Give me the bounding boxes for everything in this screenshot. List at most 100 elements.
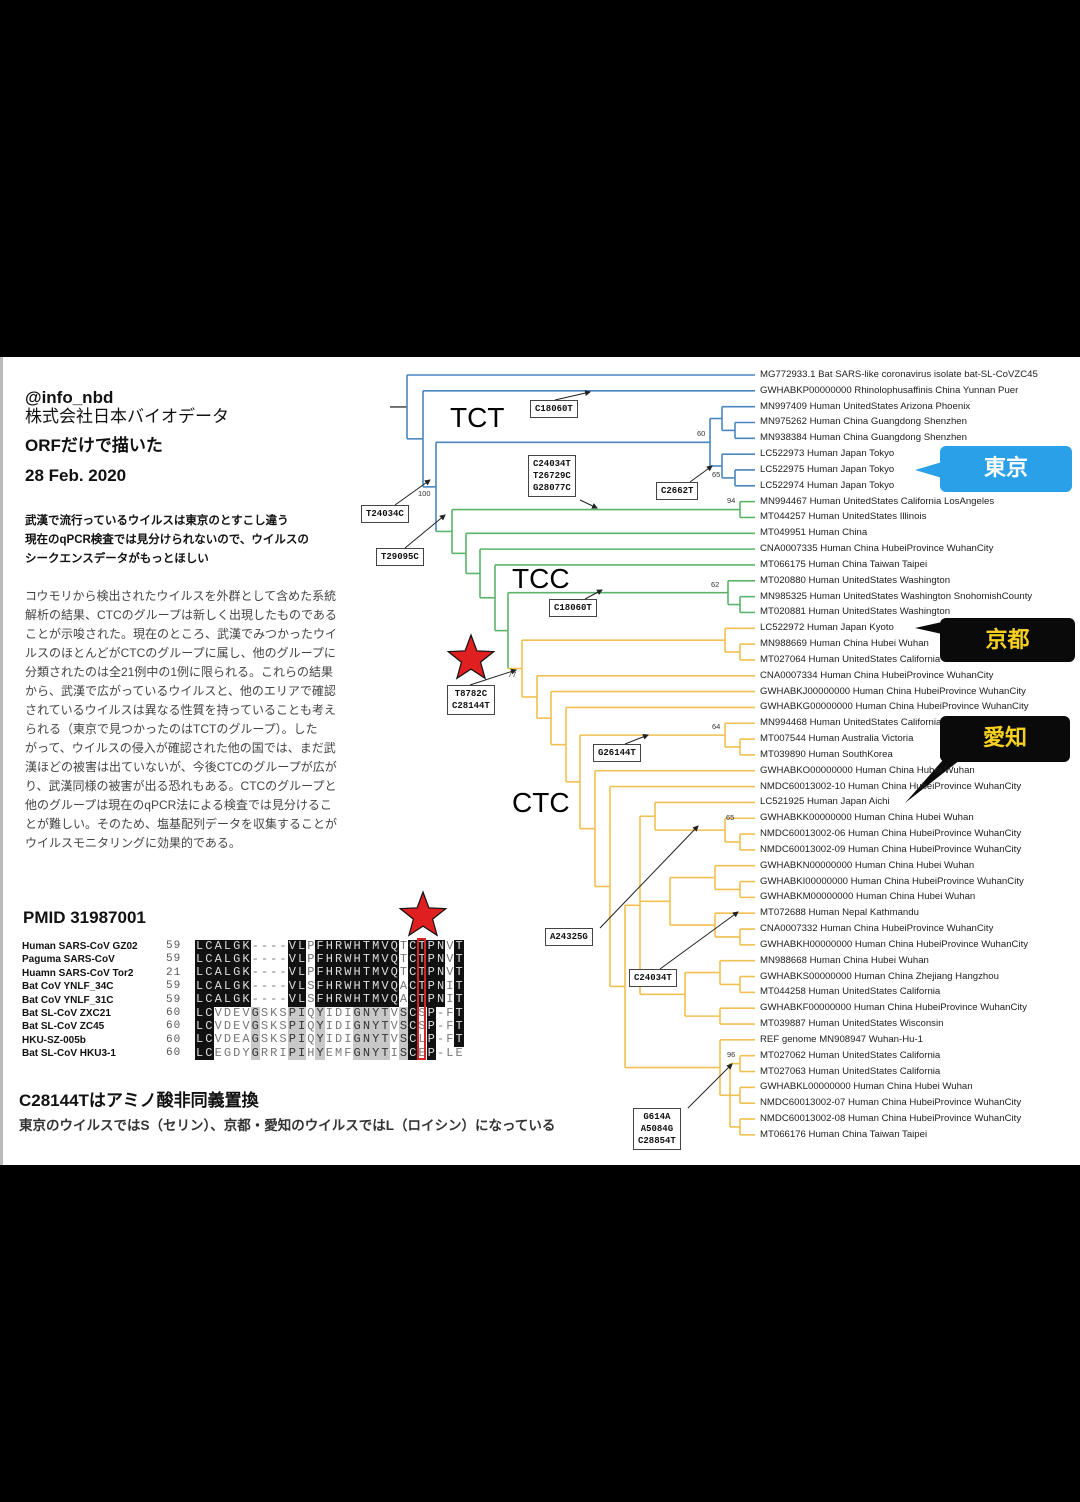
- tree-leaf-label: CNA0007332 Human China HubeiProvince Wuh…: [760, 923, 994, 935]
- clade-label-tct: TCT: [450, 402, 505, 433]
- tree-leaf-label: MN985325 Human UnitedStates Washington S…: [760, 590, 1033, 602]
- analysis-line: られる（東京で見つかったのはTCTのグループ）。した: [25, 722, 318, 736]
- analysis-line: コウモリから検出されたウイルスを外群として含めた系統: [25, 589, 337, 603]
- footer-note: 東京のウイルスではS（セリン）、京都・愛知のウイルスではL（ロイシン）になってい…: [19, 1118, 556, 1133]
- tree-leaf-label: GWHABKM00000000 Human China Hubei Wuhan: [760, 891, 976, 903]
- mutation-label: C18060T: [554, 603, 592, 613]
- alignment-species: Huamn SARS-CoV Tor2: [22, 967, 134, 979]
- mutation-box: C18060T: [530, 400, 578, 418]
- tree-leaf-label: MN994467 Human UnitedStates California L…: [760, 495, 995, 507]
- analysis-line: 漢ほどの被害は出ていないが、今後CTCのグループが広が: [25, 760, 337, 774]
- tree-leaf-label: MN975262 Human China Guangdong Shenzhen: [760, 416, 967, 428]
- tree-leaf-label: LC522975 Human Japan Tokyo: [760, 463, 895, 475]
- mutation-label: C24034T: [533, 459, 571, 469]
- analysis-line: とが難しい。そのため、塩基配列データを収集することが: [25, 817, 338, 831]
- clade-label-tcc: TCC: [512, 563, 570, 594]
- analysis-line: 解析の結果、CTCのグループは新しく出現したものである: [25, 608, 337, 622]
- mutation-box: C24034T: [629, 969, 677, 987]
- tree-leaf-label: LC522973 Human Japan Tokyo: [760, 448, 895, 460]
- mutation-label: C24034T: [634, 973, 672, 983]
- bootstrap-value: 60: [697, 429, 706, 438]
- tree-leaf-label: GWHABKJ00000000 Human China HubeiProvinc…: [760, 685, 1026, 697]
- method-note: ORFだけで描いた: [25, 436, 163, 455]
- mutation-box: C18060T: [549, 599, 597, 617]
- alignment-position: 59: [166, 993, 182, 1006]
- footer-title: C28144Tはアミノ酸非同義置換: [19, 1091, 259, 1110]
- mutation-box: T24034C: [361, 505, 409, 523]
- tree-leaf-label: MT072688 Human Nepal Kathmandu: [760, 907, 919, 919]
- tree-leaf-label: MG772933.1 Bat SARS-like coronavirus iso…: [760, 369, 1038, 380]
- tree-leaf-label: MN997409 Human UnitedStates Arizona Phoe…: [760, 400, 971, 412]
- callout-aichi: 愛知: [940, 716, 1070, 762]
- tree-leaf-label: MN988668 Human China Hubei Wuhan: [760, 954, 929, 966]
- tree-leaf-label: MT020880 Human UnitedStates Washington: [760, 574, 951, 586]
- intro-line: 現在のqPCR検査では見分けられないので、ウイルスの: [25, 534, 309, 546]
- analysis-line: ことが示唆された。現在のところ、武漢でみつかったウイ: [25, 627, 338, 641]
- tree-leaf-label: NMDC60013002-10 Human China HubeiProvinc…: [760, 780, 1022, 792]
- bootstrap-value: 65: [712, 470, 721, 479]
- bootstrap-value: 94: [727, 496, 736, 505]
- tree-leaf-label: MT027062 Human UnitedStates California: [760, 1049, 941, 1061]
- alignment-position: 59: [166, 940, 182, 952]
- tree-leaf-label: LC522972 Human Japan Kyoto: [760, 622, 894, 634]
- alignment-species: Human SARS-CoV GZ02: [22, 941, 138, 952]
- mutation-label: T26729C: [533, 471, 571, 481]
- analysis-text: コウモリから検出されたウイルスを外群として含めた系統解析の結果、CTCのグループ…: [25, 587, 360, 853]
- mutation-label: G614A: [643, 1112, 671, 1122]
- tree-leaf-label: MN988669 Human China Hubei Wuhan: [760, 638, 929, 650]
- tree-leaf-label: GWHABKI00000000 Human China HubeiProvinc…: [760, 875, 1024, 887]
- tree-leaf-label: NMDC60013002-08 Human China HubeiProvinc…: [760, 1113, 1022, 1124]
- alignment-species: Bat SL-CoV HKU3-1: [22, 1048, 116, 1060]
- analysis-line: 他のグループは現在のqPCR法による検査では見分けるこ: [25, 798, 332, 812]
- tree-leaf-label: GWHABKN00000000 Human China Hubei Wuhan: [760, 859, 975, 871]
- mutation-label: C18060T: [535, 404, 573, 414]
- analysis-line: り、武漢同様の被害が出る恐れもある。CTCのグループと: [25, 779, 337, 793]
- mutation-box: G26144T: [593, 744, 641, 762]
- bootstrap-value: 77: [508, 670, 517, 679]
- alignment-position: 60: [166, 1020, 182, 1033]
- tree-leaf-label: MT049951 Human China: [760, 527, 868, 539]
- mutation-label: T29095C: [381, 552, 419, 562]
- mutation-label: C28854T: [638, 1136, 676, 1146]
- alignment-position: 59: [166, 953, 182, 966]
- bootstrap-value: 62: [711, 580, 720, 589]
- intro-line: 武漢で流行っているウイルスは東京のとすこし違う: [25, 515, 289, 527]
- tree-leaf-label: GWHABKG00000000 Human China HubeiProvinc…: [760, 701, 1029, 713]
- intro-text: 武漢で流行っているウイルスは東京のとすこし違う 現在のqPCR検査では見分けられ…: [25, 512, 365, 569]
- tree-leaf-label: NMDC60013002-07 Human China HubeiProvinc…: [760, 1097, 1022, 1109]
- date: 28 Feb. 2020: [25, 466, 127, 485]
- intro-line: シークエンスデータがもっとほしい: [25, 553, 209, 565]
- tree-leaf-label: MT066175 Human China Taiwan Taipei: [760, 558, 928, 570]
- mutation-box: A24325G: [545, 928, 593, 946]
- tree-leaf-label: LC522974 Human Japan Tokyo: [760, 479, 895, 491]
- tree-leaf-label: MT039890 Human SouthKorea: [760, 748, 893, 760]
- alignment-species: Bat CoV YNLF_34C: [22, 981, 114, 993]
- tree-leaf-label: GWHABKP00000000 Rhinolophusaffinis China…: [760, 384, 1019, 396]
- alignment-position: 21: [166, 966, 182, 979]
- analysis-line: がって、ウイルスの侵入が確認された他の国では、まだ武: [25, 741, 336, 755]
- tree-leaf-label: GWHABKH00000000 Human China HubeiProvinc…: [760, 938, 1029, 950]
- analysis-line: 分類されたのは全21例中の1例に限られる。これらの結果: [25, 665, 334, 679]
- analysis-line: から、武漢で広がっているウイルスと、他のエリアで確認: [25, 684, 336, 698]
- bootstrap-value: 100: [418, 489, 431, 498]
- tree-leaf-label: REF genome MN908947 Wuhan-Hu-1: [760, 1033, 923, 1045]
- tree-leaf-label: MT027063 Human UnitedStates California: [760, 1065, 941, 1077]
- mutation-label: C2662T: [661, 486, 694, 496]
- alignment-species: Bat SL-CoV ZXC21: [22, 1008, 111, 1019]
- callout-kyoto: 京都: [940, 618, 1075, 662]
- analysis-line: ルスのほとんどがCTCのグループに属し、他のグループに: [25, 646, 336, 660]
- mutation-label: C28144T: [452, 701, 490, 711]
- company-name: 株式会社日本バイオデータ: [25, 407, 229, 426]
- alignment-position: 59: [166, 980, 182, 993]
- tree-leaf-label: MN938384 Human China Guangdong Shenzhen: [760, 432, 967, 444]
